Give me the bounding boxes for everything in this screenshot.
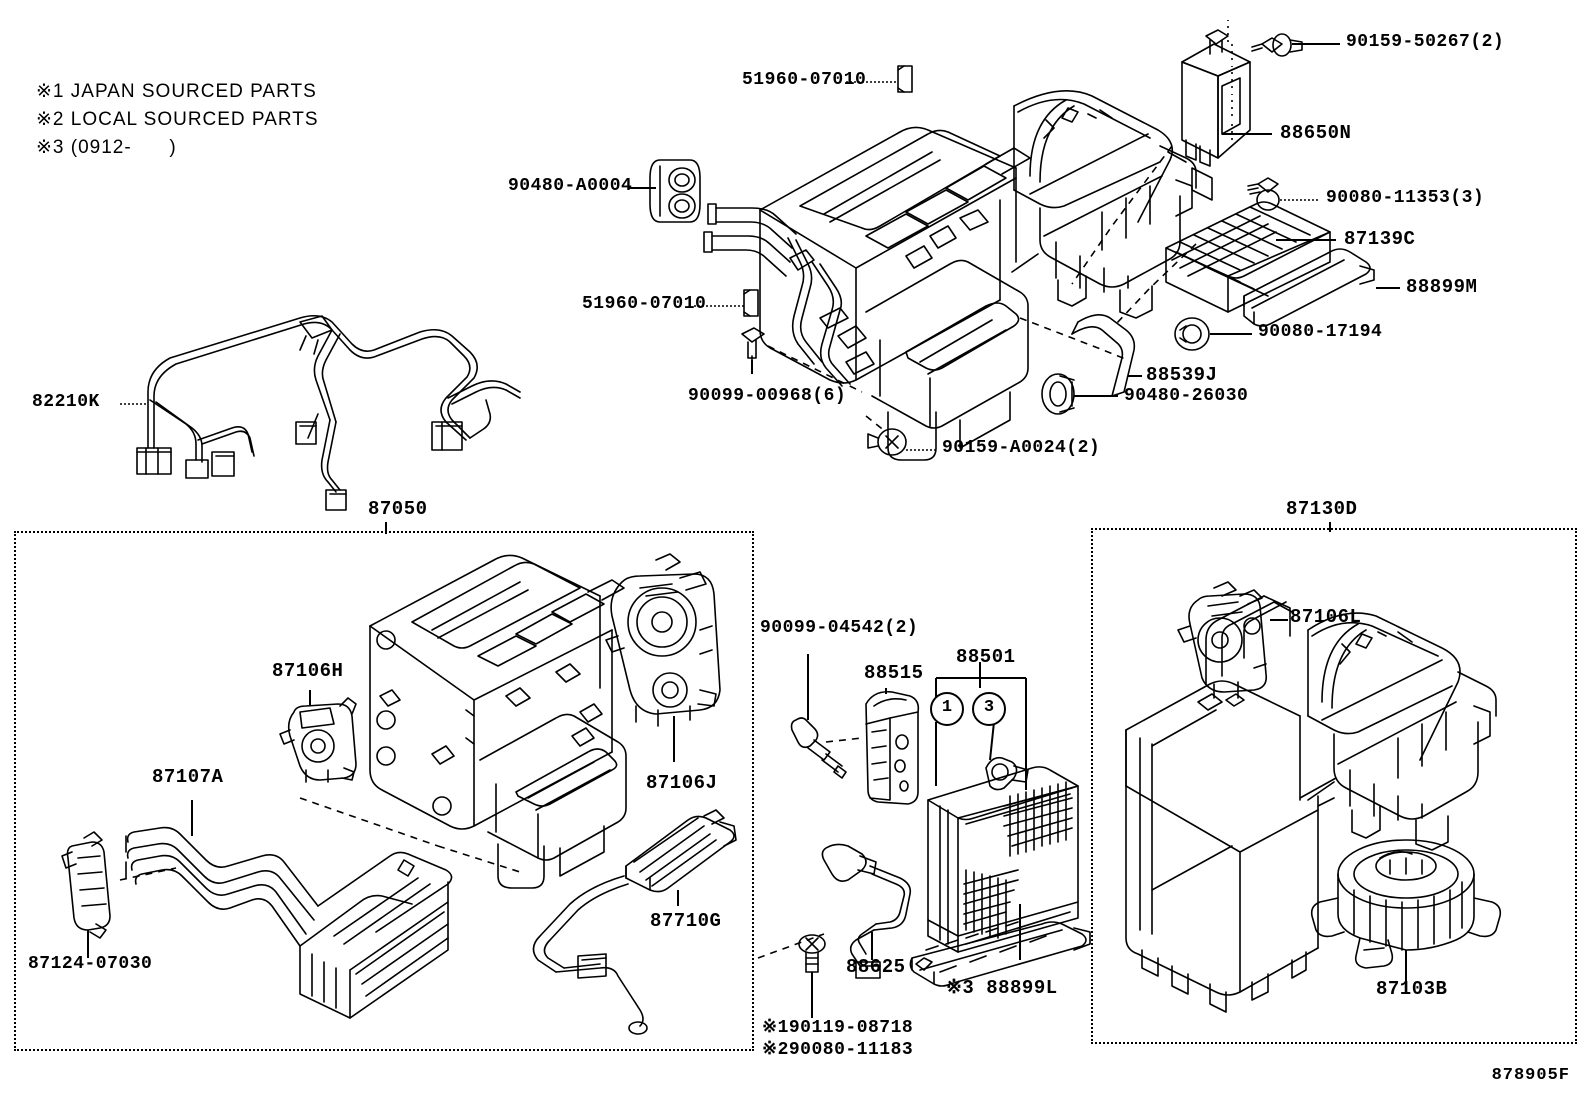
panel-87130d-border: [1091, 528, 1577, 1044]
label-88899m: 88899M: [1406, 276, 1478, 298]
panel-87050-border: [14, 531, 754, 1051]
label-90480-26030: 90480-26030: [1124, 386, 1249, 406]
label-87139c: 87139C: [1344, 228, 1416, 250]
art-core-hose: [532, 875, 648, 1035]
label-87124-07030: 87124-07030: [28, 954, 153, 974]
legend-note-1: ※1 JAPAN SOURCED PARTS: [36, 81, 317, 102]
label-88539j: 88539J: [1146, 364, 1218, 386]
art-expansion-valve-88515: [865, 690, 920, 805]
label-87107a: 87107A: [152, 766, 224, 788]
label-90080-11353: 90080-11353(3): [1326, 188, 1485, 208]
label-88650n: 88650N: [1280, 122, 1352, 144]
art-servo-87106j: [605, 553, 721, 727]
label-88515: 88515: [864, 662, 924, 684]
legend-note-2: ※2 LOCAL SOURCED PARTS: [36, 109, 319, 130]
label-51960-07010-top: 51960-07010: [742, 70, 867, 90]
art-grommet-90480-a0004: [649, 159, 701, 223]
art-heater-core-87710g: [625, 809, 737, 893]
art-amplifier-88650n: [1181, 29, 1251, 167]
art-evaporator-88501: [927, 756, 1079, 953]
callout-circle-3: 3: [972, 692, 1006, 726]
legend-note-3: ※3 (0912- ): [36, 137, 177, 158]
panel-title-87130d: 87130D: [1286, 498, 1358, 520]
art-nut-90080-17194: [1174, 317, 1210, 351]
label-87103b: 87103B: [1376, 978, 1448, 1000]
art-seal-plate-bottom: [743, 289, 759, 317]
label-82210k: 82210K: [32, 392, 100, 412]
art-evap-seal-88899l: [909, 921, 1091, 987]
label-88899l: ※3 88899L: [946, 977, 1058, 999]
panel-title-87050: 87050: [368, 498, 428, 520]
art-wire-harness-82210k: [136, 314, 521, 511]
label-90159-a0024: 90159-A0024(2): [942, 438, 1101, 458]
label-90099-04542: 90099-04542(2): [760, 618, 919, 638]
art-hvac-unit-top: [703, 90, 1213, 461]
art-screw-90080-11353: [1247, 177, 1280, 211]
art-blower-assembly-87130d: [1125, 595, 1497, 1013]
art-air-filter-87139c: [1165, 201, 1331, 313]
label-90099-00968: 90099-00968(6): [688, 386, 847, 406]
label-51960-07010-bottom: 51960-07010: [582, 294, 707, 314]
art-blower-motor-87103b: [1310, 839, 1502, 969]
label-190119-08718: ※190119-08718: [762, 1018, 914, 1038]
label-90480-a0004: 90480-A0004: [508, 176, 633, 196]
label-87710g: 87710G: [650, 910, 722, 932]
art-heater-pipes-87107a: [125, 826, 453, 1019]
label-88625: 88625: [846, 956, 906, 978]
label-90159-50267: 90159-50267(2): [1346, 32, 1505, 52]
art-seal-90480-26030: [1041, 373, 1075, 415]
label-90080-17194: 90080-17194: [1258, 322, 1383, 342]
art-clamp-87124-07030: [61, 831, 111, 939]
art-servo-87106l: [1177, 581, 1268, 699]
label-87106h: 87106H: [272, 660, 344, 682]
legend-notes: ※1 JAPAN SOURCED PARTS ※2 LOCAL SOURCED …: [36, 78, 319, 162]
art-screw-90159-a0024: [867, 428, 907, 456]
label-88501: 88501: [956, 646, 1016, 668]
art-servo-87106h: [279, 697, 357, 783]
diagram-code: 878905F: [1491, 1066, 1570, 1085]
art-evap-cover-88625: [821, 843, 912, 979]
callout-circle-1: 1: [930, 692, 964, 726]
art-bolt-90099-04542: [790, 717, 847, 779]
art-seal-plate-top: [897, 65, 913, 93]
label-87106l: 87106L: [1290, 606, 1362, 628]
label-87106j: 87106J: [646, 772, 718, 794]
art-screw-90159-50267: [1251, 33, 1303, 57]
art-filter-cover-88899m: [1243, 248, 1375, 327]
label-290080-11183: ※290080-11183: [762, 1040, 914, 1060]
